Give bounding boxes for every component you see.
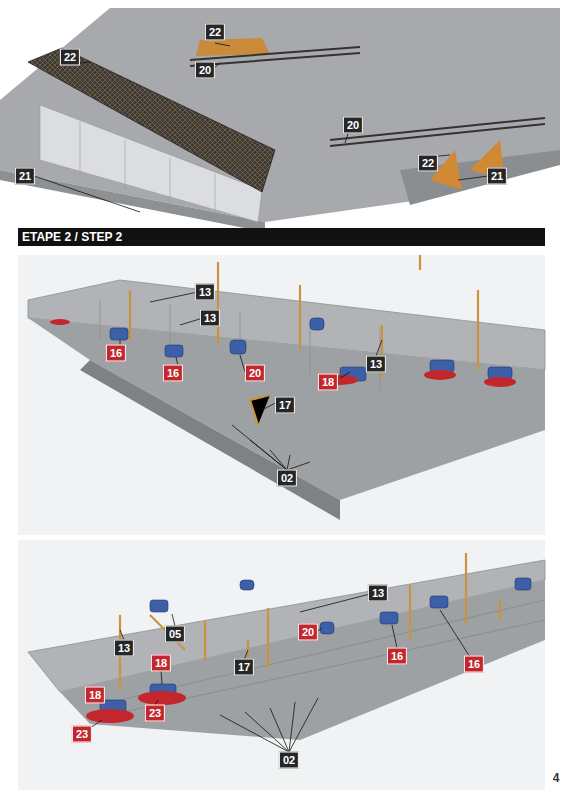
- callout-number: 02: [279, 752, 299, 769]
- callout-number: 16: [464, 656, 484, 673]
- deck-detail: [0, 8, 560, 232]
- callout-number: 17: [275, 397, 295, 414]
- callout-number: 13: [368, 585, 388, 602]
- callout-number: 20: [298, 624, 318, 641]
- callout-number: 22: [418, 155, 438, 172]
- callout-number: 16: [106, 345, 126, 362]
- step-heading: ETAPE 2 / STEP 2: [18, 228, 545, 246]
- callout-number: 02: [277, 470, 297, 487]
- callout-number: 13: [114, 640, 134, 657]
- callout-number: 13: [200, 310, 220, 327]
- callout-number: 22: [205, 24, 225, 41]
- page-number: 4: [550, 771, 563, 786]
- carrier-view-1: [18, 255, 545, 535]
- callout-number: 13: [366, 356, 386, 373]
- callout-number: 20: [195, 62, 215, 79]
- callout-number: 23: [72, 726, 92, 743]
- callout-number: 17: [234, 659, 254, 676]
- callout-number: 23: [145, 705, 165, 722]
- carrier-view-2: [18, 540, 545, 790]
- callout-number: 20: [245, 365, 265, 382]
- callout-number: 22: [60, 49, 80, 66]
- callout-number: 20: [343, 117, 363, 134]
- callout-number: 18: [151, 655, 171, 672]
- callout-number: 16: [387, 648, 407, 665]
- callout-number: 05: [165, 626, 185, 643]
- callout-number: 13: [195, 284, 215, 301]
- callout-number: 21: [487, 168, 507, 185]
- callout-number: 21: [15, 168, 35, 185]
- callout-number: 18: [85, 687, 105, 704]
- callout-number: 18: [318, 374, 338, 391]
- callout-number: 16: [163, 365, 183, 382]
